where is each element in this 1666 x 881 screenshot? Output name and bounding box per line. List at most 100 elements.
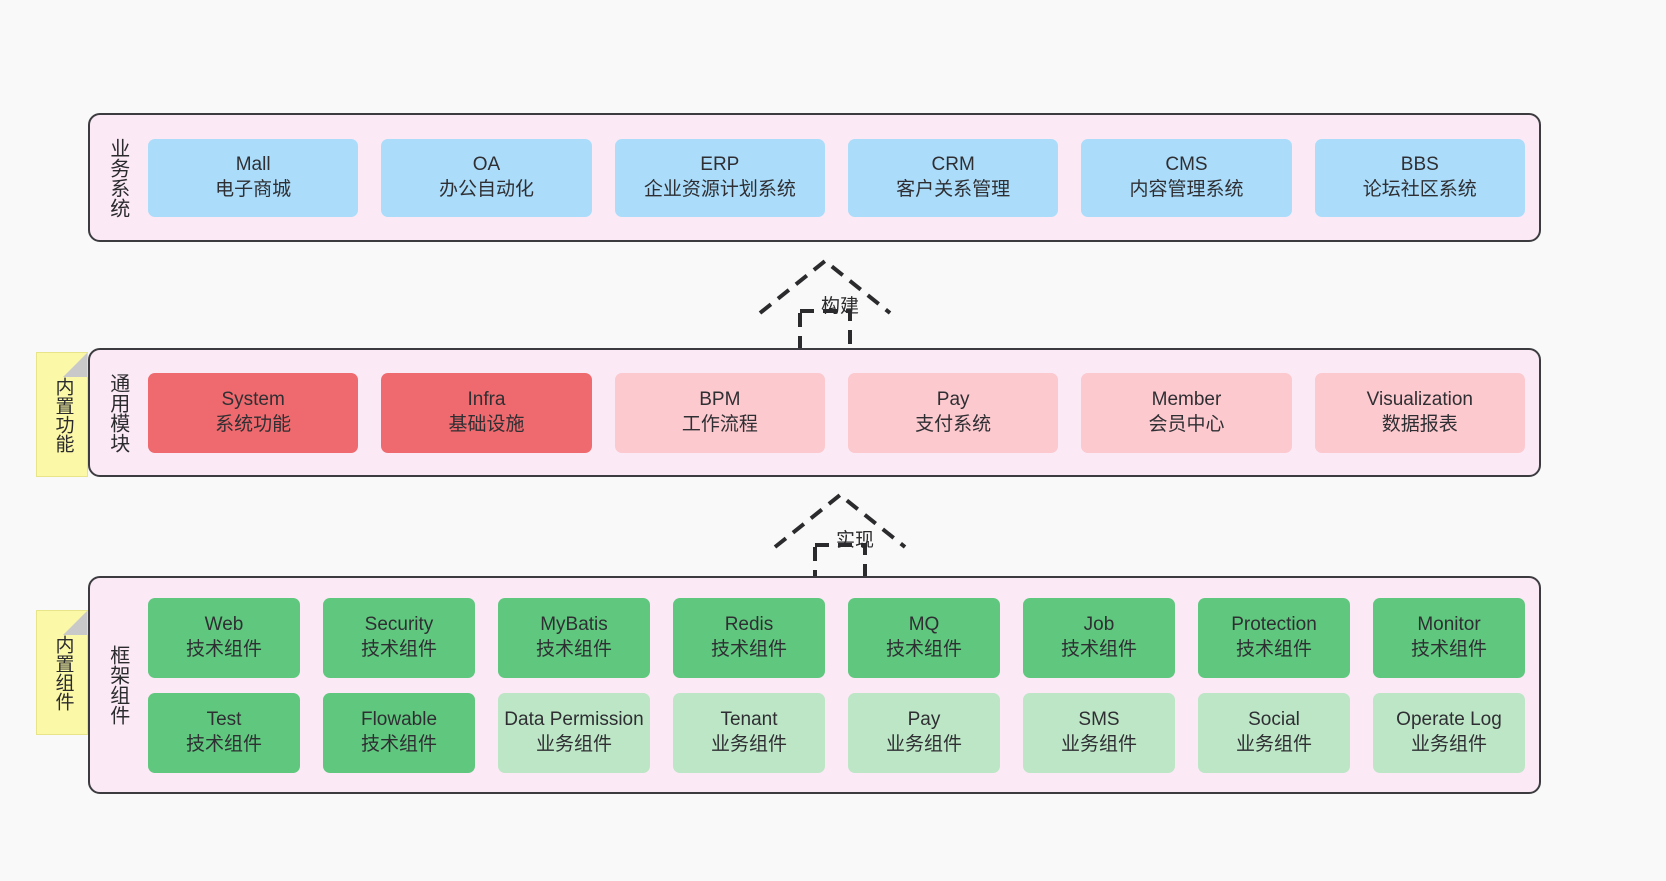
card-title-cn: 工作流程 bbox=[681, 413, 758, 435]
component-card-tenant[interactable]: Tenant 业务组件 bbox=[673, 692, 825, 773]
layer-framework-components: 框架组件 Web 技术组件 Security 技术组件 MyBatis 技术组件… bbox=[88, 576, 1541, 794]
component-card-test[interactable]: Test 技术组件 bbox=[148, 692, 300, 773]
layer-row: Test 技术组件 Flowable 技术组件 Data Permission … bbox=[148, 692, 1525, 773]
card-title-cn: 办公自动化 bbox=[438, 178, 534, 200]
card-title-en: SMS bbox=[1078, 709, 1120, 731]
component-card-flowable[interactable]: Flowable 技术组件 bbox=[323, 692, 475, 773]
component-card-social[interactable]: Social 业务组件 bbox=[1198, 692, 1350, 773]
card-title-cn: 业务组件 bbox=[1410, 733, 1487, 755]
system-card-oa[interactable]: OA 办公自动化 bbox=[381, 138, 592, 217]
layer-body-framework-components: Web 技术组件 Security 技术组件 MyBatis 技术组件 Redi… bbox=[144, 578, 1539, 792]
card-title-en: Member bbox=[1151, 389, 1222, 411]
sticky-note-label: 内置组件 bbox=[52, 634, 74, 711]
card-title-en: Flowable bbox=[360, 709, 438, 731]
component-card-web[interactable]: Web 技术组件 bbox=[148, 597, 300, 678]
component-card-sms[interactable]: SMS 业务组件 bbox=[1023, 692, 1175, 773]
card-title-cn: 技术组件 bbox=[1410, 638, 1487, 660]
card-title-cn: 技术组件 bbox=[185, 733, 262, 755]
card-title-cn: 会员中心 bbox=[1148, 413, 1225, 435]
component-card-mybatis[interactable]: MyBatis 技术组件 bbox=[498, 597, 650, 678]
card-title-en: Test bbox=[206, 709, 242, 731]
system-card-erp[interactable]: ERP 企业资源计划系统 bbox=[614, 138, 825, 217]
module-card-bpm[interactable]: BPM 工作流程 bbox=[614, 372, 825, 453]
system-card-mall[interactable]: Mall 电子商城 bbox=[148, 138, 359, 217]
card-title-cn: 业务组件 bbox=[535, 733, 612, 755]
card-title-cn: 业务组件 bbox=[1235, 733, 1312, 755]
card-title-cn: 技术组件 bbox=[1060, 638, 1137, 660]
card-title-cn: 支付系统 bbox=[915, 413, 992, 435]
card-title-cn: 数据报表 bbox=[1381, 413, 1458, 435]
card-title-en: Social bbox=[1248, 709, 1300, 731]
module-card-system[interactable]: System 系统功能 bbox=[148, 372, 359, 453]
card-title-en: ERP bbox=[700, 154, 740, 176]
layer-body-common-modules: System 系统功能 Infra 基础设施 BPM 工作流程 Pay 支付系统… bbox=[144, 350, 1539, 475]
layer-row: Web 技术组件 Security 技术组件 MyBatis 技术组件 Redi… bbox=[148, 597, 1525, 678]
card-title-en: Protection bbox=[1231, 614, 1317, 636]
card-title-cn: 技术组件 bbox=[185, 638, 262, 660]
card-title-en: Operate Log bbox=[1396, 709, 1502, 731]
card-title-en: Mall bbox=[235, 154, 271, 176]
sticky-note-label: 内置功能 bbox=[52, 376, 74, 453]
card-title-cn: 企业资源计划系统 bbox=[643, 178, 796, 200]
card-title-en: CMS bbox=[1165, 154, 1208, 176]
component-card-data-permission[interactable]: Data Permission 业务组件 bbox=[498, 692, 650, 773]
card-title-cn: 客户关系管理 bbox=[896, 178, 1011, 200]
card-title-cn: 电子商城 bbox=[215, 178, 292, 200]
dashed-hollow-arrow-up-icon bbox=[758, 258, 892, 363]
card-title-cn: 系统功能 bbox=[215, 413, 292, 435]
card-title-cn: 业务组件 bbox=[885, 733, 962, 755]
connector-build: 构建 bbox=[740, 253, 940, 363]
card-title-en: Tenant bbox=[720, 709, 778, 731]
card-title-en: Infra bbox=[467, 389, 506, 411]
layer-row: System 系统功能 Infra 基础设施 BPM 工作流程 Pay 支付系统… bbox=[148, 372, 1525, 453]
card-title-cn: 业务组件 bbox=[710, 733, 787, 755]
card-title-en: Monitor bbox=[1417, 614, 1481, 636]
component-card-pay[interactable]: Pay 业务组件 bbox=[848, 692, 1000, 773]
card-title-en: MyBatis bbox=[540, 614, 608, 636]
card-title-en: Data Permission bbox=[504, 709, 644, 731]
component-card-protection[interactable]: Protection 技术组件 bbox=[1198, 597, 1350, 678]
component-card-redis[interactable]: Redis 技术组件 bbox=[673, 597, 825, 678]
component-card-job[interactable]: Job 技术组件 bbox=[1023, 597, 1175, 678]
card-title-cn: 技术组件 bbox=[710, 638, 787, 660]
component-card-security[interactable]: Security 技术组件 bbox=[323, 597, 475, 678]
system-card-bbs[interactable]: BBS 论坛社区系统 bbox=[1314, 138, 1525, 217]
layer-business-systems: 业务系统 Mall 电子商城 OA 办公自动化 ERP 企业资源计划系统 CRM… bbox=[88, 113, 1541, 242]
card-title-en: Security bbox=[364, 614, 434, 636]
card-title-cn: 基础设施 bbox=[448, 413, 525, 435]
layer-body-business-systems: Mall 电子商城 OA 办公自动化 ERP 企业资源计划系统 CRM 客户关系… bbox=[144, 115, 1539, 240]
card-title-en: MQ bbox=[908, 614, 940, 636]
card-title-en: OA bbox=[472, 154, 501, 176]
layer-title-common-modules: 通用模块 bbox=[106, 372, 129, 453]
sticky-note-builtin-features: 内置功能 bbox=[36, 352, 88, 477]
card-title-cn: 技术组件 bbox=[360, 733, 437, 755]
module-card-pay[interactable]: Pay 支付系统 bbox=[847, 372, 1059, 453]
component-card-operate-log[interactable]: Operate Log 业务组件 bbox=[1373, 692, 1525, 773]
card-title-en: Redis bbox=[724, 614, 774, 636]
card-title-en: Pay bbox=[907, 709, 941, 731]
layer-title-framework-components: 框架组件 bbox=[106, 645, 129, 725]
card-title-en: Visualization bbox=[1366, 389, 1473, 411]
module-card-visualization[interactable]: Visualization 数据报表 bbox=[1314, 372, 1525, 453]
module-card-infra[interactable]: Infra 基础设施 bbox=[381, 372, 592, 453]
layer-row: Mall 电子商城 OA 办公自动化 ERP 企业资源计划系统 CRM 客户关系… bbox=[148, 138, 1525, 217]
system-card-cms[interactable]: CMS 内容管理系统 bbox=[1081, 138, 1292, 217]
card-title-en: BBS bbox=[1400, 154, 1439, 176]
layer-common-modules: 通用模块 System 系统功能 Infra 基础设施 BPM 工作流程 Pay… bbox=[88, 348, 1541, 477]
card-title-cn: 论坛社区系统 bbox=[1362, 178, 1477, 200]
card-title-cn: 内容管理系统 bbox=[1129, 178, 1244, 200]
card-title-en: Web bbox=[204, 614, 244, 636]
module-card-member[interactable]: Member 会员中心 bbox=[1081, 372, 1292, 453]
card-title-cn: 技术组件 bbox=[885, 638, 962, 660]
component-card-monitor[interactable]: Monitor 技术组件 bbox=[1373, 597, 1525, 678]
component-card-mq[interactable]: MQ 技术组件 bbox=[848, 597, 1000, 678]
card-title-en: System bbox=[221, 389, 285, 411]
card-title-en: Pay bbox=[936, 389, 970, 411]
system-card-crm[interactable]: CRM 客户关系管理 bbox=[847, 138, 1059, 217]
card-title-cn: 技术组件 bbox=[1235, 638, 1312, 660]
card-title-en: Job bbox=[1083, 614, 1115, 636]
card-title-cn: 业务组件 bbox=[1060, 733, 1137, 755]
card-title-cn: 技术组件 bbox=[360, 638, 437, 660]
layer-title-business-systems: 业务系统 bbox=[106, 137, 129, 218]
